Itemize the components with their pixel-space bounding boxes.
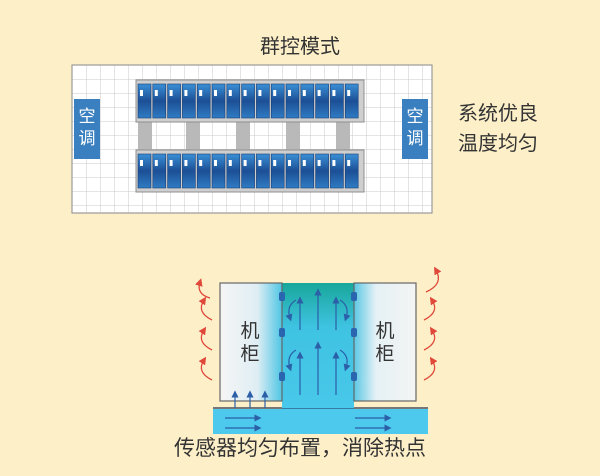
bottom-caption: 传感器均匀布置，消除热点 [174,436,426,460]
rack-unit-indicator [140,90,143,96]
rack-unit-indicator [317,90,321,96]
rack-unit-indicator [273,90,277,96]
rack-unit-indicator [302,160,306,166]
rack-unit-indicator [184,90,188,96]
raised-floor-plenum [213,408,428,434]
ac-left-label: 空调 [78,107,96,149]
warm-air-arrows [195,266,442,381]
cabinet-right [353,282,417,402]
cabinet-left [219,282,283,402]
rack-unit-indicator [184,160,188,166]
rack-unit-indicator [288,160,291,166]
rack-unit-indicator [214,160,217,166]
rack-unit-indicator [199,160,203,166]
cold-air-arrows [225,288,392,432]
side-note-line2: 温度均匀 [458,131,538,155]
rack-unit-indicator [169,160,173,166]
rack-unit-indicator [154,90,158,96]
rack-unit-indicator [347,90,351,96]
rack-unit-indicator [228,90,232,96]
rack-unit-indicator [228,160,232,166]
sensors [279,292,357,381]
side-note: 系统优良 温度均匀 [458,98,538,158]
rack-unit-indicator [258,90,262,96]
rack-unit-indicator [199,90,203,96]
rack-unit-indicator [258,160,262,166]
rack-unit-indicator [154,160,158,166]
ac-unit-left [74,99,100,159]
rack-unit-indicator [288,90,291,96]
rack-unit-indicator [243,90,247,96]
rack-unit-indicator [347,160,351,166]
side-note-line1: 系统优良 [458,101,538,125]
rack-row-bottom [135,149,365,193]
rack-unit-indicator [332,160,336,166]
rack-unit-indicator [273,160,277,166]
rack-unit-indicator [332,90,336,96]
rack-unit-indicator [243,160,247,166]
aisle-connectors [138,116,350,156]
rack-unit-indicator [169,90,173,96]
rack-unit-indicator [214,90,217,96]
rack-unit-indicator [140,160,143,166]
ac-right-label: 空调 [406,107,424,149]
ac-unit-right [402,99,428,159]
rack-row-top [135,79,365,123]
rack-unit-indicator [317,160,321,166]
cabinet-right-label: 机柜 [375,320,395,365]
rack-unit-indicator [302,90,306,96]
group-control-title: 群控模式 [260,34,340,58]
cabinet-left-label: 机柜 [240,320,260,365]
